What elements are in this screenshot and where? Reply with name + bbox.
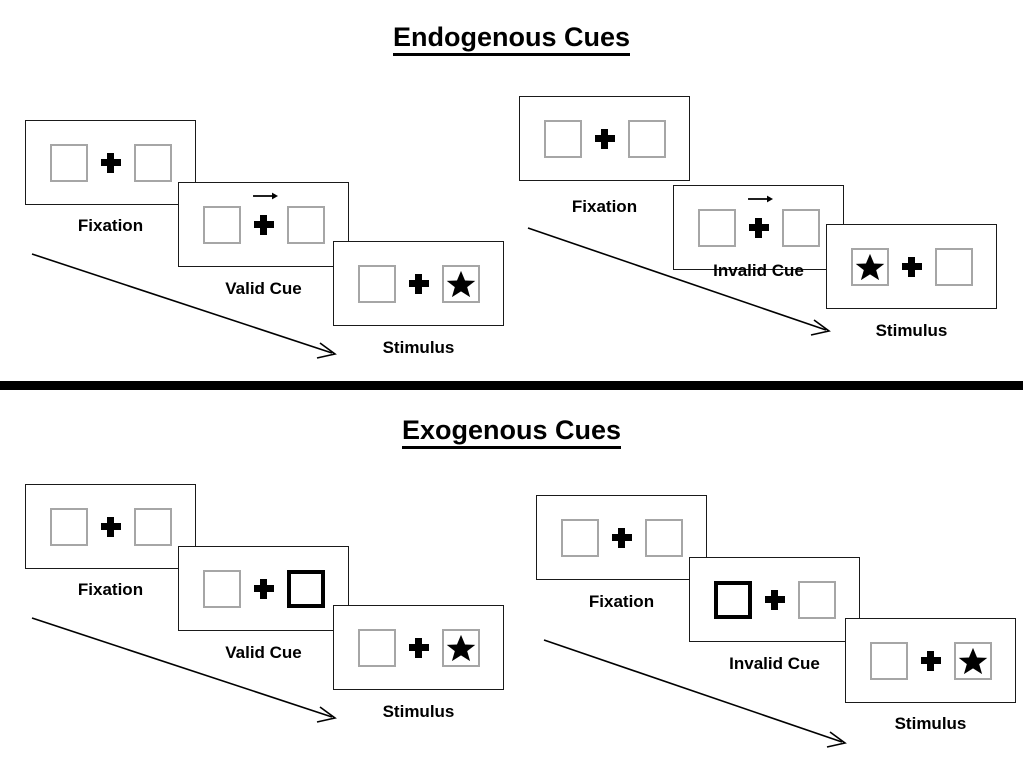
fixation-slot xyxy=(88,144,134,182)
right-box xyxy=(953,641,992,680)
fixation-slot xyxy=(599,519,645,557)
panel-exogenous-invalid-cue xyxy=(689,557,860,642)
left-box xyxy=(202,205,241,244)
left-box xyxy=(697,208,736,247)
fixation-slot xyxy=(241,570,287,608)
frame-content xyxy=(869,641,992,680)
caption-endogenous-valid-fixation: Fixation xyxy=(77,216,144,235)
fixation-slot xyxy=(752,581,798,619)
plus-cross-icon xyxy=(748,217,769,238)
frame-content xyxy=(49,507,172,546)
right-box xyxy=(627,119,666,158)
fixation-slot xyxy=(908,642,954,680)
right-box xyxy=(441,628,480,667)
plus-cross-icon xyxy=(408,637,429,658)
plus-cross-icon xyxy=(100,152,121,173)
plus-cross-icon xyxy=(594,128,615,149)
frame-content xyxy=(357,628,480,667)
frame-content xyxy=(543,119,666,158)
fixation-slot xyxy=(889,248,935,286)
panel-endogenous-invalid-stimulus xyxy=(826,224,997,309)
section-title-endogenous-text: Endogenous Cues xyxy=(392,22,630,56)
right-box xyxy=(133,143,172,182)
caption-exogenous-invalid-fixation: Fixation xyxy=(588,592,655,611)
fixation-slot xyxy=(396,629,442,667)
fixation-slot xyxy=(582,120,628,158)
timeline-arrow-icon-exogenous-invalid xyxy=(543,639,847,748)
right-box xyxy=(644,518,683,557)
panel-exogenous-invalid-fixation xyxy=(536,495,707,580)
fixation-slot xyxy=(736,195,782,247)
plus-cross-icon xyxy=(253,578,274,599)
right-box xyxy=(441,264,480,303)
caption-endogenous-invalid-cue: Invalid Cue xyxy=(713,261,804,280)
caption-endogenous-invalid-fixation: Fixation xyxy=(571,197,638,216)
left-box xyxy=(357,628,396,667)
caption-endogenous-invalid-stimulus: Stimulus xyxy=(875,321,948,340)
left-box xyxy=(869,641,908,680)
section-title-endogenous: Endogenous Cues xyxy=(0,22,1023,56)
frame-content xyxy=(713,580,836,619)
right-box xyxy=(286,205,325,244)
plus-cross-icon xyxy=(408,273,429,294)
plus-cross-icon xyxy=(253,214,274,235)
right-box-cued xyxy=(286,569,325,608)
caption-endogenous-valid-cue: Valid Cue xyxy=(225,279,302,298)
caption-exogenous-invalid-cue: Invalid Cue xyxy=(729,654,820,673)
plus-cross-icon xyxy=(901,256,922,277)
panel-exogenous-valid-cue xyxy=(178,546,349,631)
left-box xyxy=(543,119,582,158)
panel-exogenous-valid-fixation xyxy=(25,484,196,569)
caption-exogenous-valid-fixation: Fixation xyxy=(77,580,144,599)
section-divider xyxy=(0,381,1023,390)
frame-content xyxy=(697,195,820,247)
frame-content xyxy=(560,518,683,557)
arrow-right-icon xyxy=(747,195,773,202)
panel-endogenous-invalid-cue xyxy=(673,185,844,270)
star-icon xyxy=(446,270,475,297)
star-icon xyxy=(958,647,987,674)
plus-cross-icon xyxy=(920,650,941,671)
caption-exogenous-valid-cue: Valid Cue xyxy=(225,643,302,662)
left-box xyxy=(357,264,396,303)
panel-exogenous-valid-stimulus xyxy=(333,605,504,690)
caption-exogenous-invalid-stimulus: Stimulus xyxy=(894,714,967,733)
plus-cross-icon xyxy=(611,527,632,548)
left-box xyxy=(202,569,241,608)
left-box xyxy=(49,507,88,546)
right-box xyxy=(797,580,836,619)
panel-endogenous-invalid-fixation xyxy=(519,96,690,181)
left-box-cued xyxy=(713,580,752,619)
arrow-right-icon xyxy=(252,192,278,199)
left-box xyxy=(49,143,88,182)
panel-endogenous-valid-stimulus xyxy=(333,241,504,326)
caption-endogenous-valid-stimulus: Stimulus xyxy=(382,338,455,357)
panel-endogenous-valid-cue xyxy=(178,182,349,267)
fixation-slot xyxy=(396,265,442,303)
caption-exogenous-valid-stimulus: Stimulus xyxy=(382,702,455,721)
section-title-exogenous-text: Exogenous Cues xyxy=(401,415,622,449)
plus-cross-icon xyxy=(764,589,785,610)
frame-content xyxy=(357,264,480,303)
frame-content xyxy=(202,569,325,608)
right-box xyxy=(934,247,973,286)
panel-exogenous-invalid-stimulus xyxy=(845,618,1016,703)
frame-content xyxy=(850,247,973,286)
left-box xyxy=(560,518,599,557)
fixation-slot xyxy=(241,192,287,244)
panel-endogenous-valid-fixation xyxy=(25,120,196,205)
right-box xyxy=(133,507,172,546)
fixation-slot xyxy=(88,508,134,546)
frame-content xyxy=(49,143,172,182)
section-title-exogenous: Exogenous Cues xyxy=(0,415,1023,449)
plus-cross-icon xyxy=(100,516,121,537)
frame-content xyxy=(202,192,325,244)
star-icon xyxy=(855,253,884,280)
right-box xyxy=(781,208,820,247)
star-icon xyxy=(446,634,475,661)
left-box xyxy=(850,247,889,286)
